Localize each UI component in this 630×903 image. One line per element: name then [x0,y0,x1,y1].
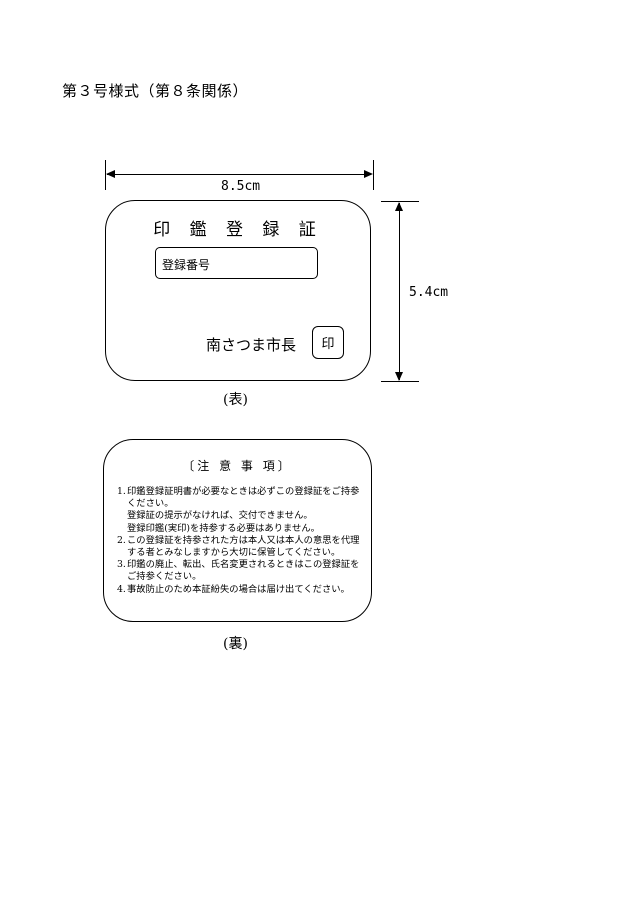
mayor-label: 南さつま市長 [206,336,297,354]
note-item: 2.この登録証を持参された方は本人又は本人の意思を代理 [117,535,367,547]
arrow-up-icon [395,202,403,211]
note-text: 印鑑の廃止、転出、氏名変更されるときはこの登録証を [127,559,360,571]
width-dimension-line [107,174,371,175]
seal-stamp: 印 [312,326,344,359]
arrow-left-icon [106,170,115,178]
arrow-down-icon [395,372,403,381]
note-number: 1. [117,486,126,497]
note-text: 登録印鑑(実印)を持参する必要はありません。 [127,522,320,534]
back-caption: (裏) [223,636,248,652]
notes-title: 〔注 意 事 項〕 [182,459,293,473]
note-item: 1.印鑑登録証明書が必要なときは必ずこの登録証をご持参 [117,486,367,498]
width-dimension-label: 8.5cm [221,179,261,194]
note-item: 4.事故防止のため本証紛失の場合は届け出てください。 [117,584,367,596]
note-number: 2. [117,534,126,546]
seal-label: 印 [321,337,335,352]
note-text: 事故防止のため本証紛失の場合は届け出てください。 [127,583,350,595]
height-dimension-line [399,203,400,380]
front-caption: (表) [223,392,248,408]
note-text: 登録証の提示がなければ、交付できません。 [127,510,313,522]
note-text: ご持参ください。 [127,571,202,583]
note-number: 3. [117,559,126,571]
note-item: 3.印鑑の廃止、転出、氏名変更されるときはこの登録証を [117,559,367,571]
height-dimension-label: 5.4cm [409,285,449,300]
dimension-tick-top [381,201,419,202]
note-text: 印鑑登録証明書が必要なときは必ずこの登録証をご持参 [127,486,360,497]
dimension-tick-bottom [381,381,419,382]
note-number: 4. [117,583,126,595]
registration-number-label: 登録番号 [162,258,211,272]
card-title: 印 鑑 登 録 証 [153,220,323,240]
note-text: この登録証を持参された方は本人又は本人の意思を代理 [127,534,360,546]
registration-number-field: 登録番号 [155,247,318,279]
card-back: 〔注 意 事 項〕 1.印鑑登録証明書が必要なときは必ずこの登録証をご持参 くだ… [103,439,372,622]
form-title: 第３号様式（第８条関係） [62,82,249,100]
note-text: する者とみなしますから大切に保管してください。 [127,547,341,559]
note-text: ください。 [127,498,174,510]
notes-list: 1.印鑑登録証明書が必要なときは必ずこの登録証をご持参 ください。 登録証の提示… [117,486,367,596]
dimension-tick-right [373,160,374,190]
dimension-tick-left [105,160,106,190]
arrow-right-icon [364,170,373,178]
card-front: 印 鑑 登 録 証 登録番号 南さつま市長 印 [105,200,371,381]
